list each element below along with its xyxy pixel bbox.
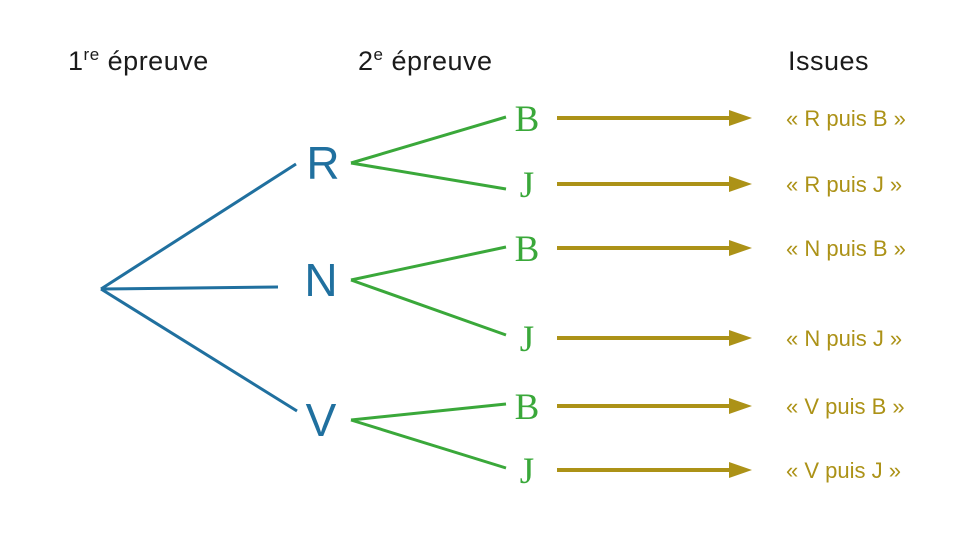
outcome-labels: « R puis B » « R puis J » « N puis B » «… <box>786 106 906 483</box>
arrow-row5 <box>557 398 752 414</box>
root-branches <box>100 162 298 413</box>
outcome-arrows <box>557 110 752 478</box>
header-second-base: 2 <box>358 46 374 76</box>
branch-N-to-B <box>350 245 507 282</box>
arrow-right-icon <box>729 240 752 256</box>
arrow-right-icon <box>729 462 752 478</box>
header-first-rest: épreuve <box>99 46 209 76</box>
column-header-second-trial: 2e épreuve <box>358 46 493 77</box>
leaf-B-row3: B <box>515 229 540 270</box>
column-header-issues: Issues <box>788 46 870 76</box>
arrow-row6 <box>557 462 752 478</box>
arrow-right-icon <box>729 110 752 126</box>
header-first-base: 1 <box>68 46 84 76</box>
branch-R-to-B <box>350 115 507 165</box>
leaf-J-row4: J <box>520 319 534 360</box>
leaf-B-row5: B <box>515 387 540 428</box>
outcome-label-N-puis-J: « N puis J » <box>786 326 902 351</box>
header-second-rest: épreuve <box>383 46 493 76</box>
arrow-right-icon <box>729 176 752 192</box>
branch-V-to-B <box>350 402 507 422</box>
second-level-branches <box>350 115 507 470</box>
outcome-label-N-puis-B: « N puis B » <box>786 236 906 261</box>
leaf-B-row1: B <box>515 99 540 140</box>
leaf-J-row6: J <box>520 451 534 492</box>
outcome-label-R-puis-J: « R puis J » <box>786 172 902 197</box>
node-V: V <box>306 394 337 446</box>
branch-root-to-V <box>100 287 298 413</box>
arrow-right-icon <box>729 330 752 346</box>
arrow-right-icon <box>729 398 752 414</box>
arrow-row1 <box>557 110 752 126</box>
outcome-label-V-puis-B: « V puis B » <box>786 394 905 419</box>
arrow-row4 <box>557 330 752 346</box>
branch-root-to-N <box>100 285 279 291</box>
header-second-superscript: e <box>373 45 384 64</box>
node-N: N <box>304 254 337 306</box>
outcome-label-R-puis-B: « R puis B » <box>786 106 906 131</box>
branch-root-to-R <box>100 162 297 291</box>
branch-N-to-J <box>350 278 507 337</box>
first-trial-nodes: R N V <box>304 137 339 446</box>
arrow-row3 <box>557 240 752 256</box>
branch-V-to-J <box>350 418 507 470</box>
arrow-row2 <box>557 176 752 192</box>
second-trial-nodes: B J B J B J <box>515 99 540 492</box>
leaf-J-row2: J <box>520 165 534 206</box>
branch-R-to-J <box>350 161 507 191</box>
header-first-superscript: re <box>83 45 100 64</box>
node-R: R <box>306 137 339 189</box>
column-header-first-trial: 1re épreuve <box>68 46 209 77</box>
outcome-label-V-puis-J: « V puis J » <box>786 458 901 483</box>
